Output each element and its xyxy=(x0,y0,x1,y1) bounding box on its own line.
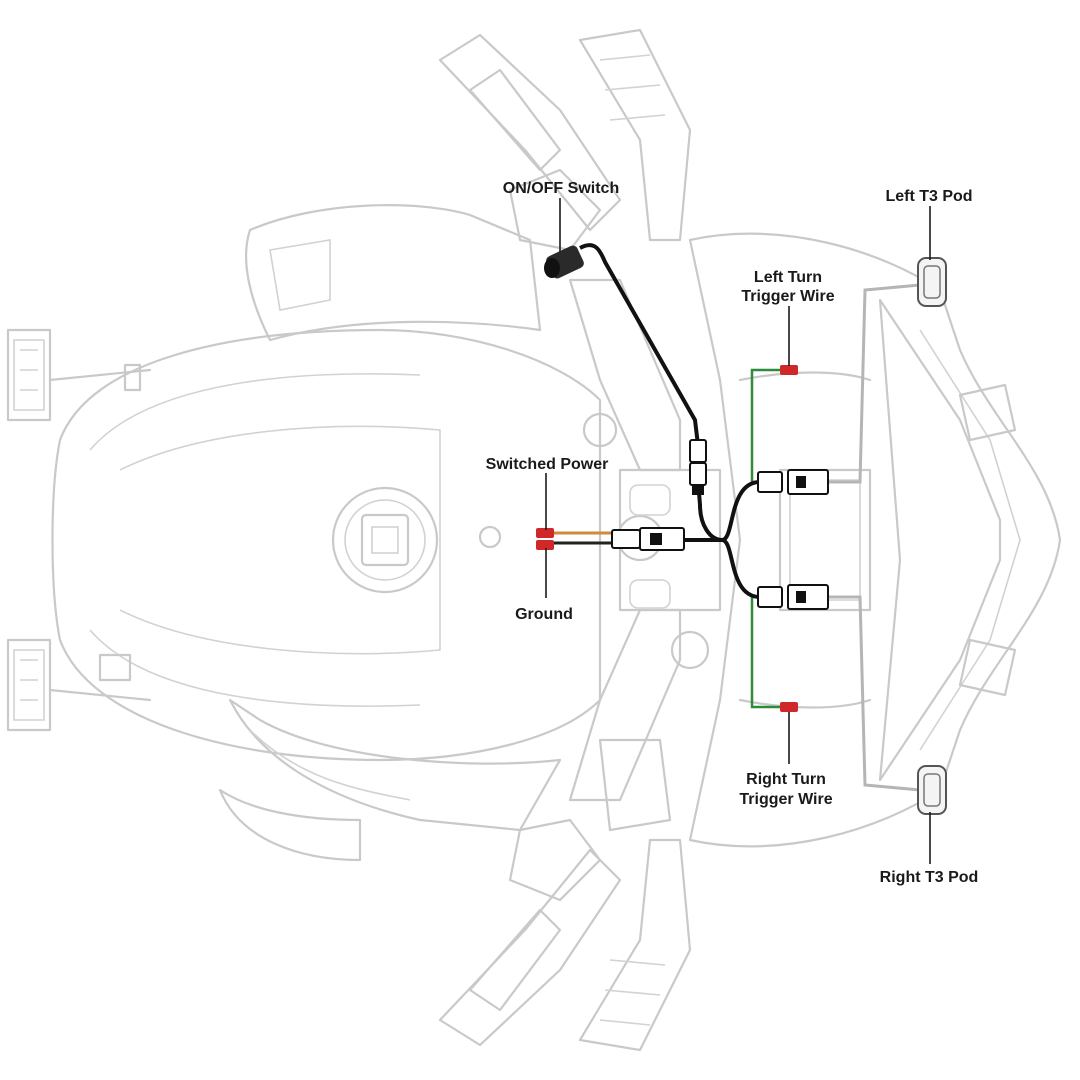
label-left-t3-pod: Left T3 Pod xyxy=(885,188,972,205)
label-right-turn-trigger-line2: Trigger Wire xyxy=(739,791,832,808)
label-ground: Ground xyxy=(515,606,573,623)
label-left-turn-trigger-line2: Trigger Wire xyxy=(741,288,834,305)
left-trigger-wire xyxy=(750,368,785,484)
motorcycle-outline xyxy=(6,28,1062,1052)
label-on-off-switch: ON/OFF Switch xyxy=(503,180,619,197)
switch-lead xyxy=(579,243,700,446)
left-t3-pod xyxy=(917,257,947,307)
leader-lines xyxy=(545,198,931,864)
on-off-switch xyxy=(544,245,584,279)
main-harness-lower xyxy=(721,538,761,599)
label-switched-power: Switched Power xyxy=(486,456,609,473)
right-trigger-connector xyxy=(780,702,798,712)
switch-lead-lower xyxy=(696,479,723,542)
right-pod-lead xyxy=(828,595,921,792)
right-trigger-wire xyxy=(750,595,785,709)
switched-power-connector xyxy=(536,528,554,538)
ground-connector xyxy=(536,540,554,550)
right-t3-pod xyxy=(917,765,947,815)
label-right-t3-pod: Right T3 Pod xyxy=(880,869,979,886)
left-trigger-connector xyxy=(780,365,798,375)
label-left-turn-trigger-line1: Left Turn xyxy=(754,269,822,286)
left-pod-lead xyxy=(828,283,921,484)
wiring-harness xyxy=(536,243,947,815)
label-right-turn-trigger-line1: Right Turn xyxy=(746,771,826,788)
